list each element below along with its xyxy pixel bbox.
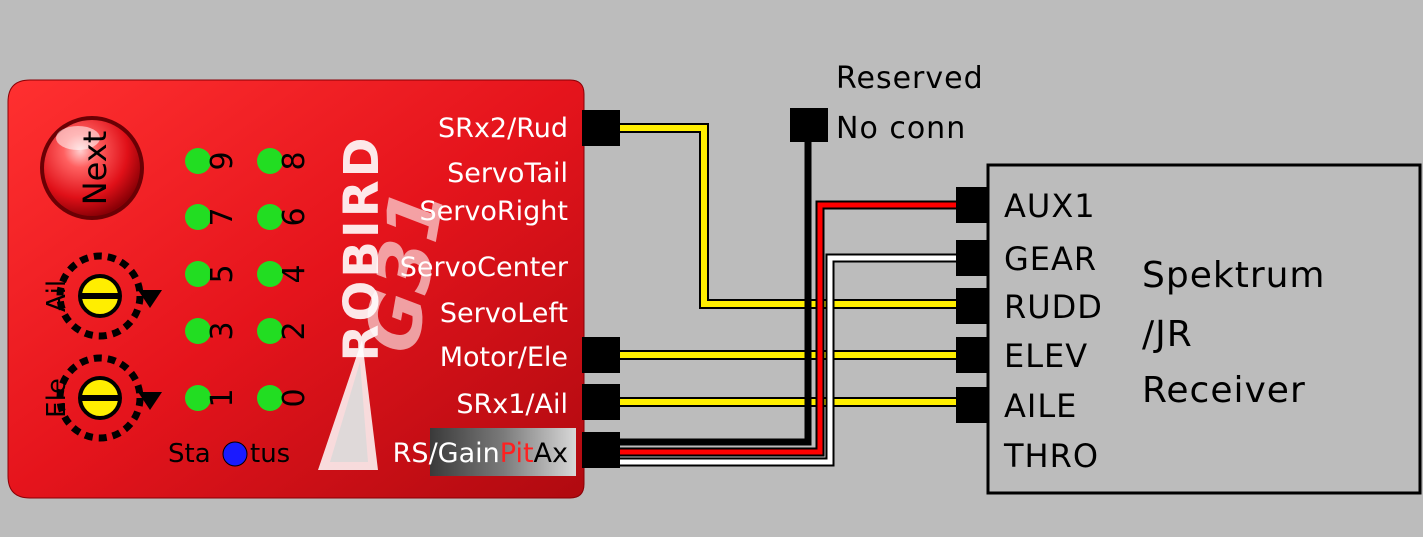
ele-knob-label: Ele <box>42 378 72 418</box>
channel-pin[interactable] <box>956 187 988 223</box>
led-label: 7 <box>205 207 240 226</box>
status-indicator: Sta tus <box>168 439 290 469</box>
reserved-plug[interactable] <box>790 108 828 142</box>
led-label: 1 <box>205 388 240 407</box>
led-dot <box>257 261 283 287</box>
receiver-title-3: Receiver <box>1142 370 1306 411</box>
board-connectors <box>582 110 620 468</box>
led-label: 6 <box>277 207 312 226</box>
led-dot <box>185 148 211 174</box>
receiver-body <box>986 163 1422 495</box>
rs-pit: Pit <box>500 438 534 469</box>
port-label: ServoTail <box>447 158 568 189</box>
led-6: 6 <box>257 204 312 230</box>
channel-label: THRO <box>1003 437 1099 475</box>
brand-logo: ROBIRD G31 <box>318 134 462 470</box>
channel-aile: AILE <box>956 387 1077 425</box>
led-dot <box>185 318 211 344</box>
port-label: ServoCenter <box>400 252 569 283</box>
rs-gain: Gain <box>438 438 500 469</box>
brand-name: ROBIRD <box>334 134 390 361</box>
channel-label: ELEV <box>1004 337 1088 375</box>
ail-knob-label: Ail <box>42 280 72 312</box>
channel-rudd: RUDD <box>956 288 1103 326</box>
ele-knob[interactable]: Ele <box>42 354 162 442</box>
receiver-title-2: /JR <box>1142 314 1193 355</box>
connector-srx2[interactable] <box>582 110 620 146</box>
led-1: 1 <box>185 385 240 411</box>
channel-thro: THRO <box>1003 437 1099 475</box>
channel-label: GEAR <box>1004 240 1097 278</box>
reserved-connector: Reserved No conn <box>790 61 984 146</box>
connector-rs[interactable] <box>582 432 620 468</box>
led-dot <box>185 261 211 287</box>
port-label: ServoLeft <box>440 298 568 329</box>
port-labels: SRx2/RudServoTailServoRightServoCenterSe… <box>400 113 569 420</box>
rs-ax: Ax <box>534 438 568 469</box>
led-3: 3 <box>185 318 240 344</box>
led-label: 4 <box>277 264 312 283</box>
status-label-left: Sta <box>168 439 211 469</box>
channel-aux1: AUX1 <box>956 187 1096 225</box>
ail-knob[interactable]: Ail <box>42 252 162 340</box>
channel-elev: ELEV <box>956 337 1088 375</box>
led-8: 8 <box>257 148 312 174</box>
led-dot <box>257 318 283 344</box>
led-label: 2 <box>277 321 312 340</box>
led-label: 9 <box>205 151 240 170</box>
wires <box>620 123 958 467</box>
led-dot <box>185 204 211 230</box>
wire-gear-core <box>620 255 958 465</box>
receiver-title-1: Spektrum <box>1142 255 1326 296</box>
channel-pin[interactable] <box>956 240 988 276</box>
led-dot <box>257 204 283 230</box>
led-5: 5 <box>185 261 240 287</box>
led-label: 5 <box>205 264 240 283</box>
status-led <box>222 441 248 467</box>
port-label: Motor/Ele <box>440 342 568 373</box>
led-4: 4 <box>257 261 312 287</box>
led-label: 3 <box>205 321 240 340</box>
controller-board: Next Ail Ele 9 8 7 6 5 4 3 2 1 0 Sta tus <box>7 79 585 499</box>
led-label: 0 <box>277 388 312 407</box>
led-dot <box>257 385 283 411</box>
gain-pit-ax-badge <box>430 428 576 476</box>
status-label-right: tus <box>250 439 290 469</box>
led-dot <box>257 148 283 174</box>
connector-srx1[interactable] <box>582 384 620 420</box>
wire-reserved <box>620 126 812 446</box>
led-9: 9 <box>185 148 240 174</box>
led-0: 0 <box>257 385 312 411</box>
reserved-label: Reserved <box>836 61 984 96</box>
connector-motor-ele[interactable] <box>582 337 620 373</box>
port-label: SRx2/Rud <box>438 113 568 144</box>
led-2: 2 <box>257 318 312 344</box>
channel-gear: GEAR <box>956 240 1097 278</box>
wire-aux1-core <box>620 202 958 455</box>
channel-pin[interactable] <box>956 337 988 373</box>
channel-label: RUDD <box>1004 288 1103 326</box>
channel-label: AUX1 <box>1004 187 1096 225</box>
no-conn-label: No conn <box>836 111 966 146</box>
led-label: 8 <box>277 151 312 170</box>
rs-port-text: RS/GainPitAx <box>393 438 568 469</box>
channel-label: AILE <box>1004 387 1077 425</box>
led-grid: 9 8 7 6 5 4 3 2 1 0 <box>185 148 312 411</box>
led-dot <box>185 385 211 411</box>
next-button-label: Next <box>76 131 114 206</box>
port-label: ServoRight <box>420 196 568 227</box>
channel-pin[interactable] <box>956 288 988 324</box>
rs-port-label: RS/GainPitAx <box>393 428 576 476</box>
port-label: SRx1/Ail <box>456 389 568 420</box>
led-7: 7 <box>185 204 240 230</box>
rs-prefix: RS/ <box>393 438 439 469</box>
channel-pin[interactable] <box>956 387 988 423</box>
next-button[interactable]: Next <box>40 116 144 220</box>
